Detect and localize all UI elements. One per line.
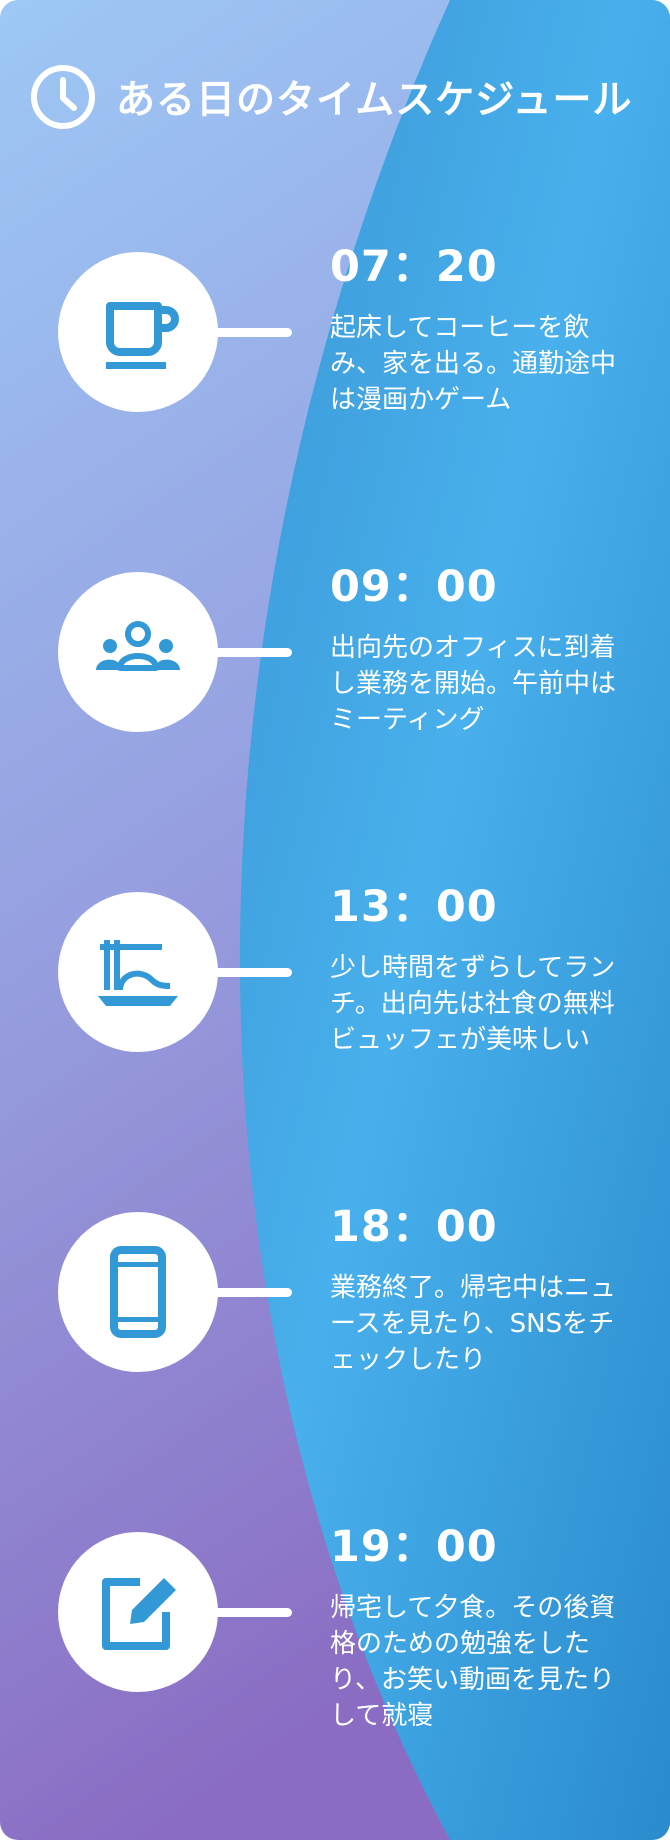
header: ある日のタイムスケジュール: [30, 62, 633, 132]
schedule-description: 出向先のオフィスに到着し業務を開始。午前中はミーティング: [330, 633, 617, 735]
coffee-icon-circle: [58, 252, 218, 412]
noodle-bowl-icon: [98, 940, 178, 1006]
time-label: 19：00: [330, 1522, 498, 1572]
schedule-description: 起床してコーヒーを飲み、家を出る。通勤途中は漫画かゲーム: [330, 313, 617, 415]
schedule-description: 業務終了。帰宅中はニュースを見たり、SNSをチェックしたり: [330, 1273, 617, 1375]
timeline-connector: [210, 648, 292, 657]
smartphone-icon-circle: [58, 1212, 218, 1372]
coffee-cup-icon: [106, 302, 179, 369]
timeline-connector: [210, 1288, 292, 1297]
timeline-connector: [210, 328, 292, 337]
edit-icon-circle: [58, 1532, 218, 1692]
noodle-icon-circle: [58, 892, 218, 1052]
time-label: 13：00: [330, 882, 498, 932]
clock-icon: [31, 65, 95, 129]
timeline-connector: [210, 968, 292, 977]
timeline-connector: [210, 1608, 292, 1617]
page-title: ある日のタイムスケジュール: [116, 78, 633, 123]
time-label: 09：00: [330, 562, 498, 612]
schedule-description: 少し時間をずらしてランチ。出向先は社食の無料ビュッフェが美味しい: [330, 953, 616, 1055]
schedule-description: 帰宅して夕食。その後資格のための勉強をしたり、お笑い動画を見たりして就寝: [330, 1593, 616, 1731]
edit-note-icon: [102, 1578, 176, 1650]
people-group-icon: [96, 621, 180, 671]
people-icon-circle: [58, 572, 218, 732]
time-label: 18：00: [330, 1202, 498, 1252]
time-label: 07：20: [330, 242, 498, 292]
smartphone-icon: [110, 1246, 166, 1338]
